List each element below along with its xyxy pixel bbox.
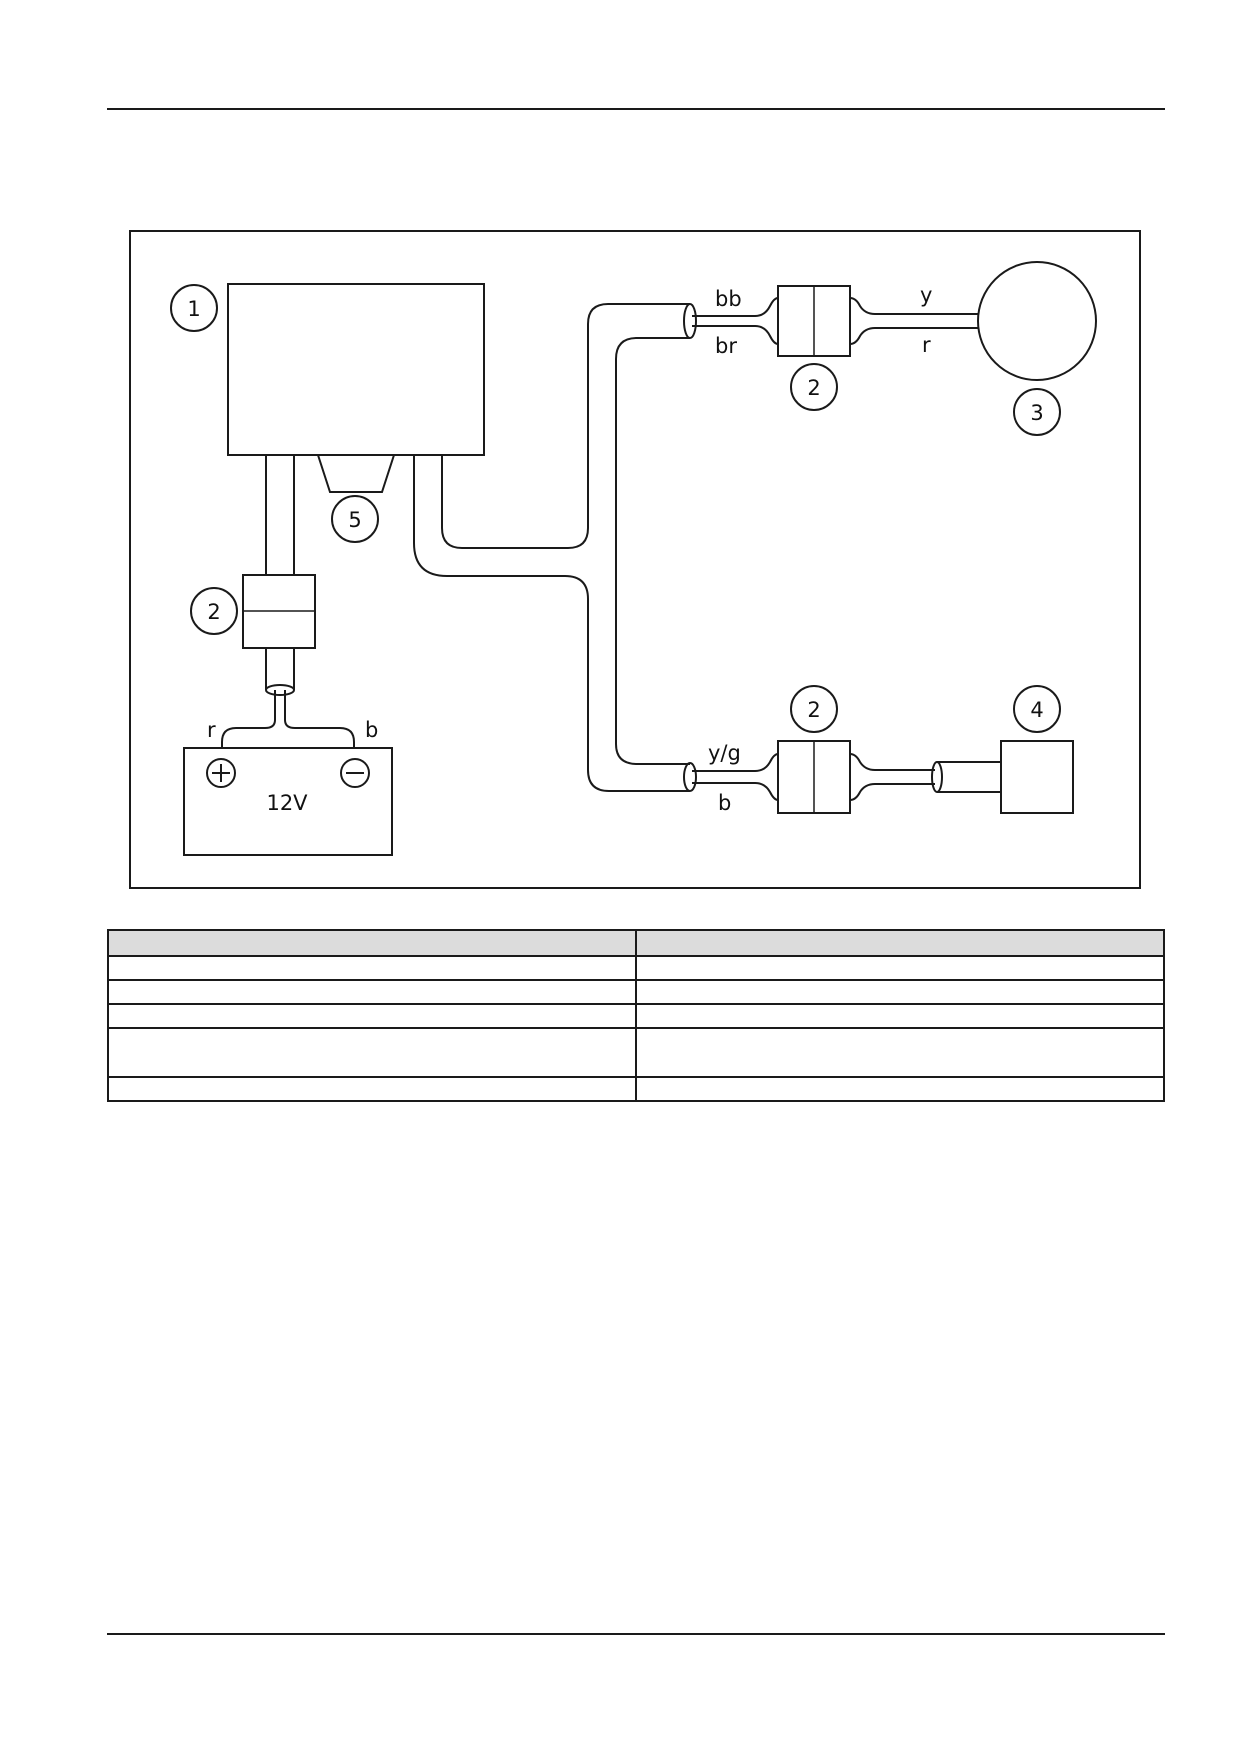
legend-cell [635, 955, 1165, 981]
legend-cell [107, 979, 637, 1005]
callout-4: 4 [1013, 685, 1061, 733]
callout-3: 3 [1013, 388, 1061, 436]
wire-label-y: y [920, 283, 932, 307]
legend-row [107, 955, 1165, 981]
bottom-branch-wires [692, 753, 779, 801]
callout-5-number: 5 [348, 508, 361, 532]
wire-label-b-battery: b [365, 718, 378, 742]
bottom-connector-to-component [849, 753, 1001, 801]
diagram-frame [129, 230, 1141, 889]
legend-cell [635, 1003, 1165, 1029]
battery-voltage: 12V [266, 791, 308, 815]
legend-cell [635, 929, 1165, 957]
legend-header-row [107, 929, 1165, 957]
legend-row [107, 979, 1165, 1005]
component-4-box [1000, 740, 1074, 814]
wire-label-r-battery: r [207, 718, 216, 742]
wiring-diagram: 12V r b bb br y [129, 230, 1141, 889]
component-3-round [977, 261, 1097, 381]
connector-5-shape [316, 454, 396, 493]
legend-cell [107, 955, 637, 981]
battery-lead-negative [284, 690, 355, 750]
legend-cell [107, 929, 637, 957]
callout-1-number: 1 [187, 297, 200, 321]
legend-row [107, 1003, 1165, 1029]
legend-row [107, 1076, 1165, 1102]
wire-label-yg: y/g [708, 741, 741, 765]
callout-2-bottom: 2 [790, 685, 838, 733]
callout-2-power: 2 [190, 587, 238, 635]
top-connector-to-sensor [849, 297, 978, 345]
top-branch-wires [692, 297, 779, 345]
callout-2-bottom-number: 2 [807, 698, 820, 722]
wire-label-bb: bb [715, 287, 742, 311]
header-rule [107, 108, 1165, 110]
callout-3-number: 3 [1030, 401, 1043, 425]
callout-2-top: 2 [790, 363, 838, 411]
legend-table [107, 929, 1165, 1102]
power-cable [265, 455, 295, 696]
wire-label-b: b [718, 791, 731, 815]
callout-1: 1 [170, 284, 218, 332]
battery-lead-positive [221, 690, 276, 750]
legend-cell [635, 1027, 1165, 1078]
wire-label-r: r [922, 333, 931, 357]
legend-row [107, 1027, 1165, 1078]
legend-cell [107, 1003, 637, 1029]
legend-cell [107, 1027, 637, 1078]
control-unit-box [227, 283, 485, 456]
callout-4-number: 4 [1030, 698, 1043, 722]
footer-rule [107, 1633, 1165, 1635]
main-harness [413, 303, 697, 792]
callout-2-power-number: 2 [207, 600, 220, 624]
legend-cell [635, 979, 1165, 1005]
legend-cell [107, 1076, 637, 1102]
callout-2-top-number: 2 [807, 376, 820, 400]
callout-5: 5 [331, 495, 379, 543]
legend-cell [635, 1076, 1165, 1102]
wire-label-br: br [715, 334, 737, 358]
